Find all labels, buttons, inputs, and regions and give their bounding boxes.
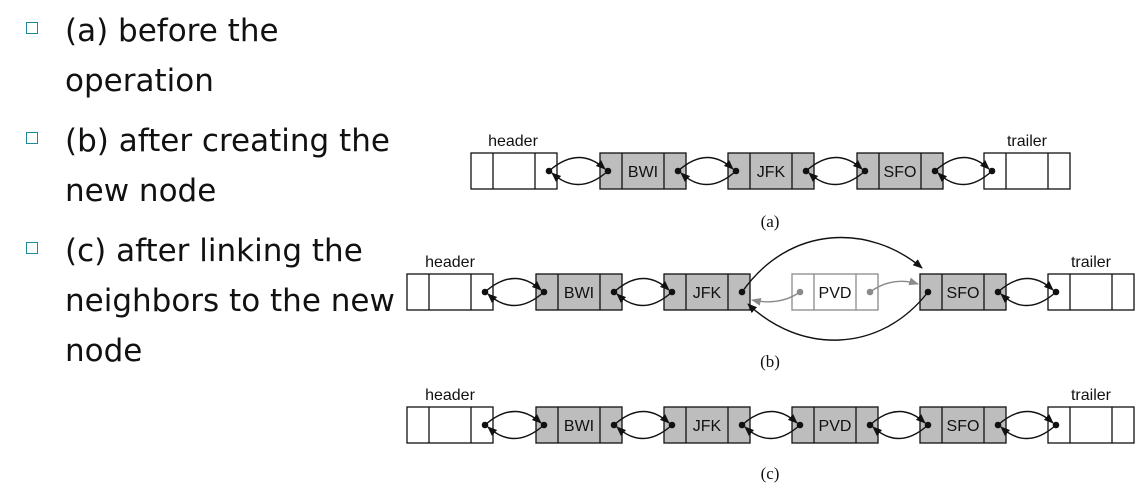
node-c-BWI: BWI [535,406,623,444]
trailer-c [1047,406,1135,444]
trailer-a [983,152,1071,190]
diagram-shapes: BWI JFK SFO BWI JFK PVD SFO BWI JFK PVD SFO [406,152,1135,444]
link-c-2-3-prev-arrow [872,424,929,440]
node-a-SFO-label: SFO [884,164,917,181]
link-b-3-trailer-prev-arrow [1000,291,1057,307]
header-label-a: header [488,133,538,150]
node-b-BWI-label: BWI [564,285,594,302]
link-b-header-0-prev-arrow [487,291,545,307]
link-a-1-2-next-arrow [805,156,863,172]
trailer-a-box [983,152,1071,190]
node-c-BWI-box [535,406,623,444]
trailer-label-a: trailer [1007,133,1048,150]
node-b-BWI: BWI [535,273,623,311]
node-c-SFO-box [919,406,1007,444]
link-c-1-2-next-arrow [741,410,798,426]
header-b-box [406,273,494,311]
node-c-PVD-box [791,406,879,444]
link-a-header-0-next-arrow [548,156,606,172]
header-label-c: header [425,387,475,404]
header-a-box [470,152,558,190]
link-b-sfo-jfk-prev-arrow [747,291,929,341]
link-a-0-1-next-arrow [677,156,734,172]
bullet-square-icon [26,242,38,254]
link-c-header-0-next-arrow [484,410,542,426]
node-a-SFO: SFO [856,152,944,190]
node-b-SFO-box [919,273,1007,311]
link-c-0-1-prev-arrow [616,424,673,440]
node-a-BWI: BWI [599,152,687,190]
link-a-2-trailer-next-arrow [934,156,990,172]
node-b-JFK-box [663,273,751,311]
node-b-SFO-label: SFO [947,285,980,302]
header-label-b: header [425,254,475,271]
header-c-box [406,406,494,444]
node-b-BWI-box [535,273,623,311]
trailer-label-c: trailer [1071,387,1112,404]
caption-a: (a) [761,212,780,231]
node-a-JFK-label: JFK [757,164,786,181]
link-b-header-0-next-arrow [484,277,542,293]
link-a-1-2-prev-arrow [808,170,866,186]
node-a-JFK-box [727,152,815,190]
node-c-PVD: PVD [791,406,879,444]
header-a [470,152,558,190]
link-b-pvd-prev-arrow [751,291,801,306]
link-c-0-1-next-arrow [613,410,670,426]
node-c-SFO-label: SFO [947,418,980,435]
node-a-BWI-box [599,152,687,190]
node-b-PVD-new: PVD [791,273,879,311]
bullet-text-b: (b) after creating the new node [65,123,390,209]
node-a-JFK: JFK [727,152,815,190]
node-b-PVD-new-label: PVD [819,285,852,302]
node-b-JFK: JFK [663,273,751,311]
link-b-0-1-next-arrow [613,277,670,293]
trailer-b [1047,273,1135,311]
node-c-JFK-box [663,406,751,444]
node-b-JFK-label: JFK [693,285,722,302]
node-c-JFK-label: JFK [693,418,722,435]
caption-b: (b) [760,352,780,371]
node-c-JFK: JFK [663,406,751,444]
bullet-square-icon [26,22,38,34]
link-a-0-1-prev-arrow [680,170,737,186]
node-c-PVD-label: PVD [819,418,852,435]
node-a-BWI-label: BWI [628,164,658,181]
node-a-SFO-box [856,152,944,190]
link-b-3-trailer-next-arrow [997,277,1054,293]
link-a-2-trailer-prev-arrow [937,170,993,186]
header-c [406,406,494,444]
trailer-b-box [1047,273,1135,311]
link-c-3-trailer-prev-arrow [1000,424,1057,440]
node-c-BWI-label: BWI [564,418,594,435]
trailer-c-box [1047,406,1135,444]
link-b-0-1-prev-arrow [616,291,673,307]
trailer-label-b: trailer [1071,254,1112,271]
link-c-3-trailer-next-arrow [997,410,1054,426]
bullet-text-a: (a) before the operation [65,13,279,99]
node-b-PVD-new-box [791,273,879,311]
node-c-SFO: SFO [919,406,1007,444]
link-c-header-0-prev-arrow [487,424,545,440]
node-b-SFO: SFO [919,273,1007,311]
link-b-pvd-next-arrow [869,277,919,293]
bullet-text-c: (c) after linking the neighbors to the n… [65,233,395,369]
bullet-square-icon [26,132,38,144]
link-a-header-0-prev-arrow [551,170,609,186]
link-b-jfk-sfo-next-arrow [741,236,923,293]
caption-c: (c) [761,464,780,483]
link-c-2-3-next-arrow [869,410,926,426]
link-c-1-2-prev-arrow [744,424,801,440]
header-b [406,273,494,311]
